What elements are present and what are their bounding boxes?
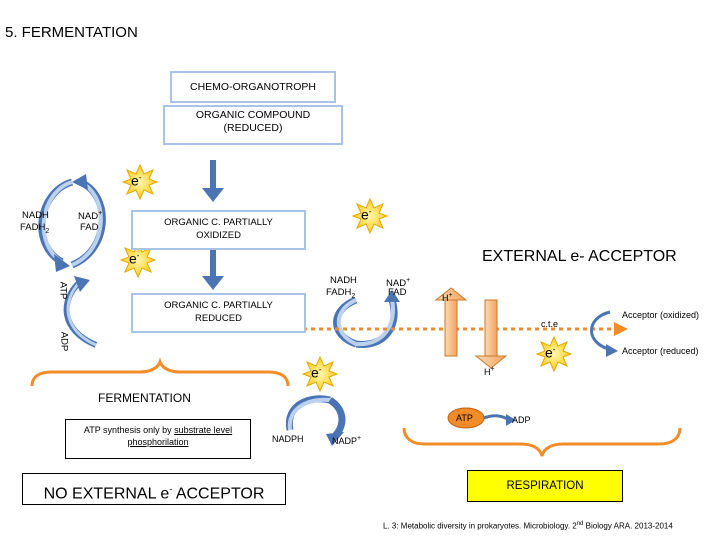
- electron-star-3: [119, 241, 157, 279]
- nadph-cycle-arrow: [285, 395, 346, 446]
- acceptor-oxidized-label: Acceptor (oxidized): [622, 310, 700, 320]
- right-fadh2-label: FADH2: [326, 287, 356, 300]
- fermentation-label: FERMENTATION: [98, 391, 191, 405]
- organic-compound-line1: ORGANIC COMPOUND: [195, 109, 311, 121]
- proton-bottom-label: H+: [484, 366, 495, 377]
- electron-star-4: [301, 355, 339, 393]
- left-fadh2-label: FADH2: [20, 222, 50, 235]
- proton-arrow-left: [434, 287, 468, 357]
- proton-top-label: H+: [442, 292, 453, 303]
- respiration-box: RESPIRATION: [467, 470, 623, 502]
- atp-synthesis-box: ATP synthesis only by substrate level ph…: [65, 419, 251, 459]
- chemo-organotroph-label: CHEMO-ORGANOTROPH: [190, 81, 316, 93]
- right-nadh-label: NADH: [330, 275, 357, 286]
- proton-arrow-right: [474, 299, 508, 369]
- adp-vertical-label: ADP: [58, 331, 70, 352]
- electron-transport-arrowhead: [614, 322, 628, 336]
- atp-synthase-atp-label: ATP: [456, 413, 473, 423]
- electron-star-5: [535, 335, 573, 373]
- left-cycle-down-arrow: [38, 178, 74, 272]
- atp-synthesis-line2: phosphorilation: [127, 437, 189, 447]
- electron-star-1: [121, 163, 159, 201]
- left-fad-label: FAD: [80, 222, 99, 233]
- right-nad-label: NAD+: [386, 277, 411, 290]
- electron-label-3: e-: [129, 250, 140, 267]
- fermentation-brace: [30, 357, 290, 387]
- footer-credit: L. 3: Metabolic diversity in prokaryotes…: [383, 521, 673, 531]
- partially-reduced-line1: ORGANIC C. PARTIALLY: [164, 300, 273, 311]
- acceptor-reduced-label: Acceptor (reduced): [622, 346, 699, 356]
- right-fad-label: FAD: [388, 287, 407, 298]
- down-arrow-1: [202, 160, 224, 202]
- organic-compound-box: ORGANIC COMPOUND (REDUCED): [163, 105, 343, 145]
- left-nad-label: NAD+: [78, 210, 103, 223]
- left-nadh-label: NADH: [22, 210, 49, 221]
- nadph-label: NADPH: [272, 434, 304, 444]
- partially-oxidized-line2: OXIDIZED: [196, 230, 241, 241]
- chemo-organotroph-box: CHEMO-ORGANOTROPH: [170, 71, 336, 103]
- electron-label-1: e-: [131, 172, 142, 189]
- partially-oxidized-box: ORGANIC C. PARTIALLY OXIDIZED: [131, 210, 306, 250]
- atp-vertical-label: ATP: [57, 281, 69, 300]
- respiration-brace: [402, 427, 682, 457]
- organic-compound-line2: (REDUCED): [223, 122, 283, 134]
- external-acceptor-label: EXTERNAL e- ACCEPTOR: [482, 248, 677, 265]
- atp-synthase-adp-label: ADP: [512, 415, 531, 425]
- acceptor-arrow: [590, 310, 618, 357]
- partially-oxidized-line1: ORGANIC C. PARTIALLY: [164, 217, 273, 228]
- electron-label-2: e-: [361, 206, 372, 223]
- cte-label: c.t.e: [541, 319, 559, 329]
- partially-reduced-box: ORGANIC C. PARTIALLY REDUCED: [131, 293, 306, 333]
- electron-label-4: e-: [311, 364, 322, 381]
- atp-synthesis-line1: ATP synthesis only by substrate level: [83, 425, 233, 435]
- down-arrow-2: [202, 248, 224, 290]
- no-external-acceptor-box: NO EXTERNAL e- ACCEPTOR: [22, 473, 286, 505]
- atp-adp-arrow: [63, 276, 98, 348]
- right-cycle-arrow: [333, 290, 400, 348]
- electron-label-5: e-: [545, 344, 556, 361]
- nadp-label: NADP+: [332, 435, 362, 446]
- left-cycle-up-arrow: [70, 174, 106, 269]
- page-title: 5. FERMENTATION: [5, 24, 138, 41]
- electron-star-2: [351, 197, 389, 235]
- atp-synthase: [447, 407, 516, 429]
- partially-reduced-line2: REDUCED: [195, 313, 242, 324]
